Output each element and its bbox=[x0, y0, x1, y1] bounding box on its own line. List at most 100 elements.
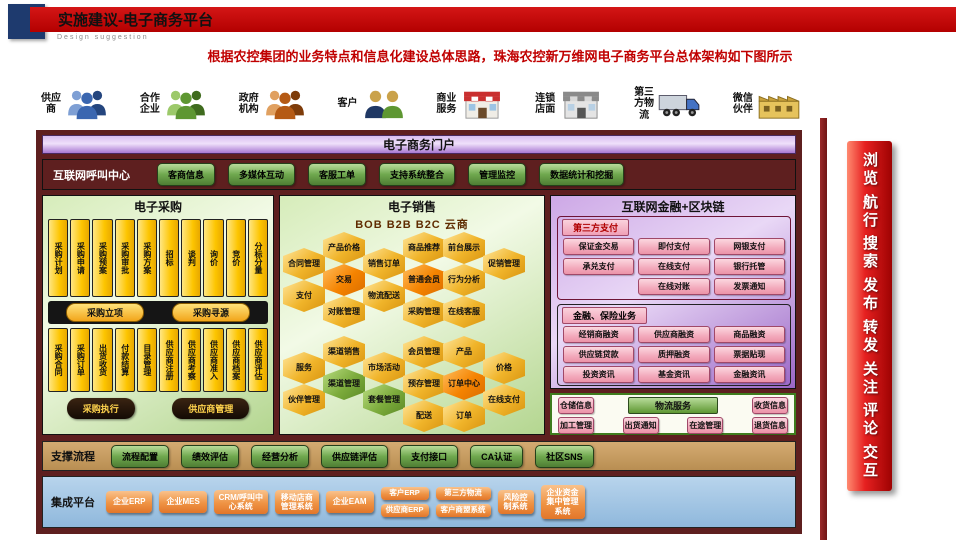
procurement-bar[interactable]: 采购审批 bbox=[114, 219, 135, 297]
payment-button[interactable]: 银行托管 bbox=[713, 258, 785, 275]
procurement-bar[interactable]: 供应商准入 bbox=[203, 328, 224, 392]
procurement-bar[interactable]: 询价 bbox=[203, 219, 224, 297]
sales-module-hex[interactable]: 订单中心 bbox=[443, 368, 485, 400]
sales-module-hex[interactable]: 合同管理 bbox=[283, 248, 325, 280]
sales-module-hex[interactable]: 物流配送 bbox=[363, 280, 405, 312]
finance-button[interactable]: 基金资讯 bbox=[638, 366, 710, 383]
finance-button[interactable]: 投资资讯 bbox=[563, 366, 635, 383]
logistics-button[interactable]: 收货信息 bbox=[751, 397, 788, 414]
procurement-bar[interactable]: 招标 bbox=[159, 219, 180, 297]
finance-button[interactable]: 商品融资 bbox=[713, 326, 785, 343]
procurement-execution-button[interactable]: 采购执行 bbox=[66, 398, 135, 419]
logistics-button[interactable]: 加工管理 bbox=[558, 417, 594, 434]
sales-module-hex[interactable]: 在线客服 bbox=[443, 296, 485, 328]
procurement-initiation-button[interactable]: 采购立项 bbox=[65, 303, 144, 322]
sales-module-hex[interactable]: 对账管理 bbox=[323, 296, 365, 328]
logistics-button[interactable]: 在途管理 bbox=[687, 417, 724, 434]
sales-module-hex[interactable]: 普通会员 bbox=[403, 264, 445, 296]
procurement-bar[interactable]: 采购申请 bbox=[70, 219, 91, 297]
sales-module-hex[interactable]: 预存管理 bbox=[403, 368, 445, 400]
support-button[interactable]: 供应链评估 bbox=[321, 444, 389, 468]
call-center-button[interactable]: 数据统计和挖掘 bbox=[539, 163, 625, 186]
support-button[interactable]: 社区SNS bbox=[535, 444, 594, 468]
integration-button[interactable]: 客户ERP bbox=[380, 487, 429, 500]
sales-module-hex[interactable]: 行为分析 bbox=[443, 264, 485, 296]
support-button[interactable]: 绩效评估 bbox=[181, 444, 240, 468]
procurement-bar[interactable]: 供应商评估 bbox=[247, 328, 269, 392]
sales-module-hex[interactable]: 在线支付 bbox=[483, 384, 525, 416]
call-center-button[interactable]: 管理监控 bbox=[468, 163, 527, 186]
sales-module-hex[interactable]: 销售订单 bbox=[363, 248, 405, 280]
sales-module-hex[interactable]: 支付 bbox=[283, 280, 325, 312]
sales-module-hex[interactable]: 促销管理 bbox=[483, 248, 525, 280]
integration-button[interactable]: 企业ERP bbox=[106, 491, 153, 513]
integration-button[interactable]: 风险控制系统 bbox=[497, 489, 534, 515]
procurement-bar[interactable]: 供应商考察 bbox=[181, 328, 202, 392]
payment-button[interactable]: 保证金交易 bbox=[563, 238, 635, 255]
integration-button[interactable]: 企业EAM bbox=[325, 491, 374, 513]
support-button[interactable]: 支付接口 bbox=[400, 444, 459, 468]
sales-module-hex[interactable]: 订单 bbox=[443, 400, 485, 432]
procurement-bar[interactable]: 付款结算 bbox=[114, 328, 135, 392]
payment-button[interactable]: 承兑支付 bbox=[563, 258, 635, 275]
procurement-bar[interactable]: 采购计划 bbox=[48, 219, 69, 297]
sales-module-hex[interactable]: 会员管理 bbox=[403, 336, 445, 368]
logistics-button[interactable]: 仓储信息 bbox=[558, 397, 594, 414]
sales-module-hex[interactable]: 采购管理 bbox=[403, 296, 445, 328]
sales-module-hex[interactable]: 价格 bbox=[483, 352, 525, 384]
sales-module-hex[interactable]: 渠道管理 bbox=[323, 368, 365, 400]
procurement-bar[interactable]: 供应商档案 bbox=[225, 328, 246, 392]
sales-module-hex[interactable]: 伙伴管理 bbox=[283, 384, 325, 416]
call-center-button[interactable]: 客服工单 bbox=[308, 163, 367, 186]
procurement-bar[interactable]: 供应商注册 bbox=[159, 328, 180, 392]
payment-button[interactable]: 在线对账 bbox=[638, 278, 710, 295]
procurement-bar[interactable]: 竞价 bbox=[225, 219, 246, 297]
procurement-bar[interactable]: 采购方案 bbox=[136, 219, 158, 297]
finance-panel: 互联网金融+区块链 第三方支付 保证金交易 即付支付 网银支付 承兑支付 在线支… bbox=[550, 195, 796, 389]
procurement-bar[interactable]: 采购合同 bbox=[48, 328, 69, 392]
integration-button[interactable]: 企业MES bbox=[159, 491, 207, 513]
sales-module-hex[interactable]: 市场活动 bbox=[363, 352, 405, 384]
procurement-bar[interactable]: 分标分量 bbox=[247, 219, 269, 297]
sales-module-hex[interactable]: 商品推荐 bbox=[403, 232, 445, 264]
call-center-button[interactable]: 客商信息 bbox=[157, 163, 216, 186]
finance-button[interactable]: 票据贴现 bbox=[713, 346, 785, 363]
support-button[interactable]: CA认证 bbox=[470, 444, 524, 468]
integration-button[interactable]: 第三方物流 bbox=[435, 487, 491, 500]
finance-button[interactable]: 质押融资 bbox=[638, 346, 710, 363]
procurement-bar[interactable]: 谈判 bbox=[181, 219, 202, 297]
sales-module-hex[interactable]: 产品 bbox=[443, 336, 485, 368]
logistics-button[interactable]: 退货信息 bbox=[751, 417, 788, 434]
integration-button[interactable]: 企业资金集中管理系统 bbox=[540, 485, 585, 519]
sales-module-hex[interactable]: 前台展示 bbox=[443, 232, 485, 264]
payment-button[interactable]: 发票通知 bbox=[713, 278, 785, 295]
finance-button[interactable]: 金融资讯 bbox=[713, 366, 785, 383]
finance-button[interactable]: 经销商融资 bbox=[563, 326, 635, 343]
sales-module-hex[interactable]: 渠道销售 bbox=[323, 336, 365, 368]
integration-button[interactable]: 客户商盟系统 bbox=[435, 504, 491, 517]
integration-button[interactable]: CRM/呼叫中心系统 bbox=[213, 489, 268, 515]
integration-button[interactable]: 供应商ERP bbox=[380, 504, 429, 517]
logistics-button[interactable]: 出货通知 bbox=[622, 417, 659, 434]
procurement-bar[interactable]: 采购预案 bbox=[92, 219, 113, 297]
payment-button[interactable]: 即付支付 bbox=[638, 238, 710, 255]
support-button[interactable]: 经营分析 bbox=[251, 444, 310, 468]
sales-module-hex[interactable]: 套餐管理 bbox=[363, 384, 405, 416]
finance-button[interactable]: 供应链贷款 bbox=[563, 346, 635, 363]
call-center-button[interactable]: 支持系统整合 bbox=[379, 163, 456, 186]
procurement-sourcing-button[interactable]: 采购寻源 bbox=[171, 303, 250, 322]
sales-module-hex[interactable]: 配送 bbox=[403, 400, 445, 432]
payment-button[interactable]: 网银支付 bbox=[713, 238, 785, 255]
payment-button[interactable]: 在线支付 bbox=[638, 258, 710, 275]
sales-module-hex[interactable]: 产品价格 bbox=[323, 232, 365, 264]
finance-button[interactable]: 供应商融资 bbox=[638, 326, 710, 343]
call-center-button[interactable]: 多媒体互动 bbox=[228, 163, 296, 186]
integration-button[interactable]: 移动店商管理系统 bbox=[274, 489, 319, 515]
procurement-bar[interactable]: 采购订单 bbox=[70, 328, 91, 392]
support-button[interactable]: 流程配置 bbox=[111, 444, 170, 468]
sales-module-hex[interactable]: 交易 bbox=[323, 264, 365, 296]
sales-module-hex[interactable]: 服务 bbox=[283, 352, 325, 384]
supplier-management-button[interactable]: 供应商管理 bbox=[172, 398, 250, 419]
procurement-bar[interactable]: 出货收货 bbox=[92, 328, 113, 392]
procurement-bar[interactable]: 目录管理 bbox=[136, 328, 158, 392]
